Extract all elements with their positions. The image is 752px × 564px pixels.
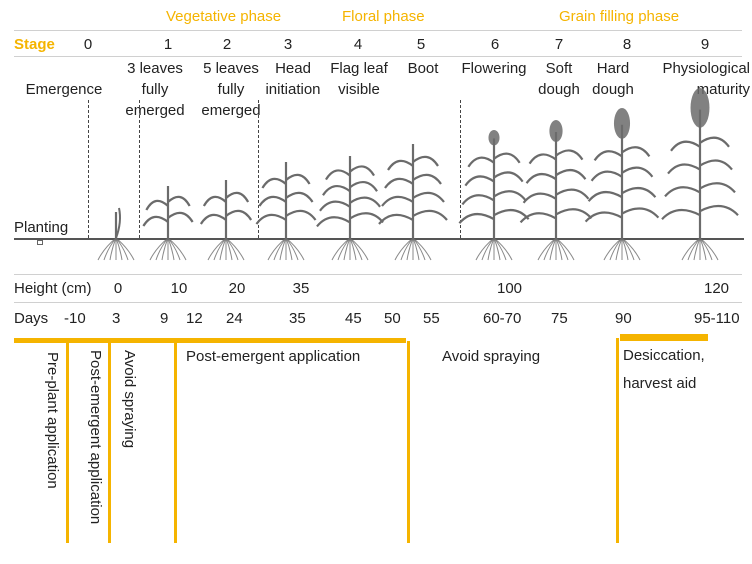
days-row-label: Days [14,310,49,327]
days-value: 60-70 [483,310,522,327]
stage-number: 9 [700,36,710,53]
height-value: 35 [292,280,310,297]
days-value: -10 [64,310,86,327]
seed-icon [37,240,43,245]
stage-1-description: 3 leaves fully emerged [125,60,185,119]
phase-divider [88,100,89,238]
stage-number: 0 [83,36,93,53]
stage-7-description: Soft dough [538,60,580,98]
days-value: 3 [112,310,121,327]
days-value: 45 [345,310,362,327]
days-value: 90 [615,310,632,327]
height-value: 20 [228,280,246,297]
plant-stage-4-illustration [316,156,384,261]
stage-9-description: Physiological maturity [662,60,750,98]
stage-8-description: Hard dough [592,60,634,98]
floral-phase-label: Floral phase [342,8,425,25]
phase-divider [139,100,140,238]
vegetative-phase-label: Vegetative phase [166,8,282,25]
stage-3-description: Head initiation [265,60,321,98]
post-emergent-application-label: Post-emergent application [186,348,361,365]
days-value: 75 [551,310,568,327]
stage-number: 5 [416,36,426,53]
post-emergent-window-start-marker [174,341,177,543]
days-value: 50 [384,310,401,327]
desiccation-window-marker [616,338,619,543]
stage-2-description: 5 leaves fully emerged [201,60,261,119]
stage-number: 8 [622,36,632,53]
stage-number: 3 [283,36,293,53]
post-emergent-window-end-marker [407,341,410,543]
plant-stage-8-illustration [584,108,660,261]
days-value: 55 [423,310,440,327]
days-value: 35 [289,310,306,327]
divider [14,274,742,275]
planting-label: Planting [14,219,69,236]
height-value: 10 [170,280,188,297]
divider [14,30,742,31]
post-emergent-early-window-marker [108,341,111,543]
plant-stage-9-illustration [661,88,739,261]
stage-4-description: Flag leaf visible [330,60,388,98]
stage-number: 6 [490,36,500,53]
desiccation-harvest-aid-label: Desiccation, harvest aid [623,347,705,392]
stage-6-description: Flowering [461,60,527,77]
plant-stage-5-illustration [378,144,448,261]
stage-number: 7 [554,36,564,53]
height-value: 100 [497,280,523,297]
ground-line [14,238,744,240]
days-value: 9 [160,310,169,327]
stage-number: 2 [222,36,232,53]
application-timeline-bar [14,338,406,343]
height-value: 120 [704,280,730,297]
post-emergent-application-early-label: Post-emergent application [87,350,104,525]
height-value: 0 [113,280,123,297]
plant-stage-2-illustration [199,180,253,261]
avoid-spraying-late-label: Avoid spraying [442,348,541,365]
stage-5-description: Boot [407,60,439,77]
pre-plant-window-marker [66,341,69,543]
phase-divider [460,100,461,238]
phase-divider [258,100,259,238]
height-row-label: Height (cm) [14,280,92,297]
stage-number: 4 [353,36,363,53]
grain-filling-phase-label: Grain filling phase [559,8,680,25]
plant-stage-7-illustration [519,120,593,261]
pre-plant-application-label: Pre-plant application [44,352,61,489]
days-value: 24 [226,310,243,327]
stage-row-label: Stage [14,36,55,53]
plant-stage-1-illustration [142,186,194,261]
plant-stage-0-illustration [97,207,135,261]
divider [14,56,742,57]
desiccation-timeline-bar [620,334,708,341]
days-value: 12 [186,310,203,327]
plant-stage-3-illustration [255,162,317,261]
avoid-spraying-early-label: Avoid spraying [121,350,138,449]
divider [14,302,742,303]
stage-0-description: Emergence [25,81,103,98]
stage-number: 1 [163,36,173,53]
days-value: 95-110 [694,310,740,327]
